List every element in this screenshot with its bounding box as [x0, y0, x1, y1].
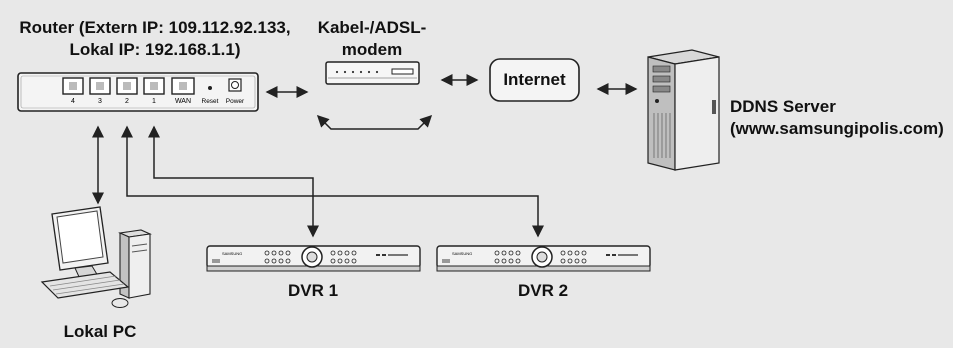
modem-label: Kabel-/ADSL- modem [312, 17, 432, 61]
router-label-line1: Router (Extern IP: 109.112.92.133, [19, 18, 291, 37]
modem-device [325, 61, 420, 85]
ddns-label-line1: DDNS Server [730, 97, 836, 116]
reset-button-icon [208, 86, 212, 90]
router-power-label: Power [226, 98, 245, 105]
router-port-4: 4 [62, 77, 84, 105]
ddns-label-line2: (www.samsungipolis.com) [730, 119, 944, 138]
router-device: 4 3 2 1 WAN Reset [17, 72, 259, 112]
arrow-modem-loop [316, 114, 433, 130]
dvr-2-device: SAMSUNG [436, 245, 651, 272]
modem-label-line1: Kabel-/ADSL- [317, 18, 427, 37]
dvr-1-label: DVR 1 [287, 281, 339, 300]
router-port-label: WAN [175, 98, 191, 105]
dvr-2-label: DVR 2 [517, 281, 569, 300]
router-port-wan: WAN [171, 77, 195, 105]
dvr-brand: SAMSUNG [452, 251, 472, 256]
ddns-server-icon [647, 49, 720, 171]
router-port-1: 1 [143, 77, 165, 105]
router-label-line2: Lokal IP: 192.168.1.1) [69, 40, 241, 59]
router-port-3: 3 [89, 77, 111, 105]
arrow-router-dvr2 [121, 125, 544, 238]
arrow-router-dvr1 [148, 125, 319, 238]
router-port-label: 1 [152, 98, 156, 105]
dvr-1-device: SAMSUNG [206, 245, 421, 272]
router-port-label: 2 [125, 98, 129, 105]
ddns-server-label: DDNS Server (www.samsungipolis.com) [730, 96, 944, 140]
modem-label-line2: modem [341, 40, 403, 59]
internet-box [489, 58, 580, 102]
pc-label: Lokal PC [63, 322, 137, 341]
router-label: Router (Extern IP: 109.112.92.133, Lokal… [10, 17, 300, 61]
router-port-label: 3 [98, 98, 102, 105]
local-pc-icon [40, 206, 152, 308]
router-port-label: 4 [71, 98, 75, 105]
power-socket-icon [231, 81, 239, 89]
router-port-2: 2 [116, 77, 138, 105]
dvr-brand: SAMSUNG [222, 251, 242, 256]
internet-label: Internet [503, 70, 566, 89]
router-reset-label: Reset [202, 98, 219, 105]
